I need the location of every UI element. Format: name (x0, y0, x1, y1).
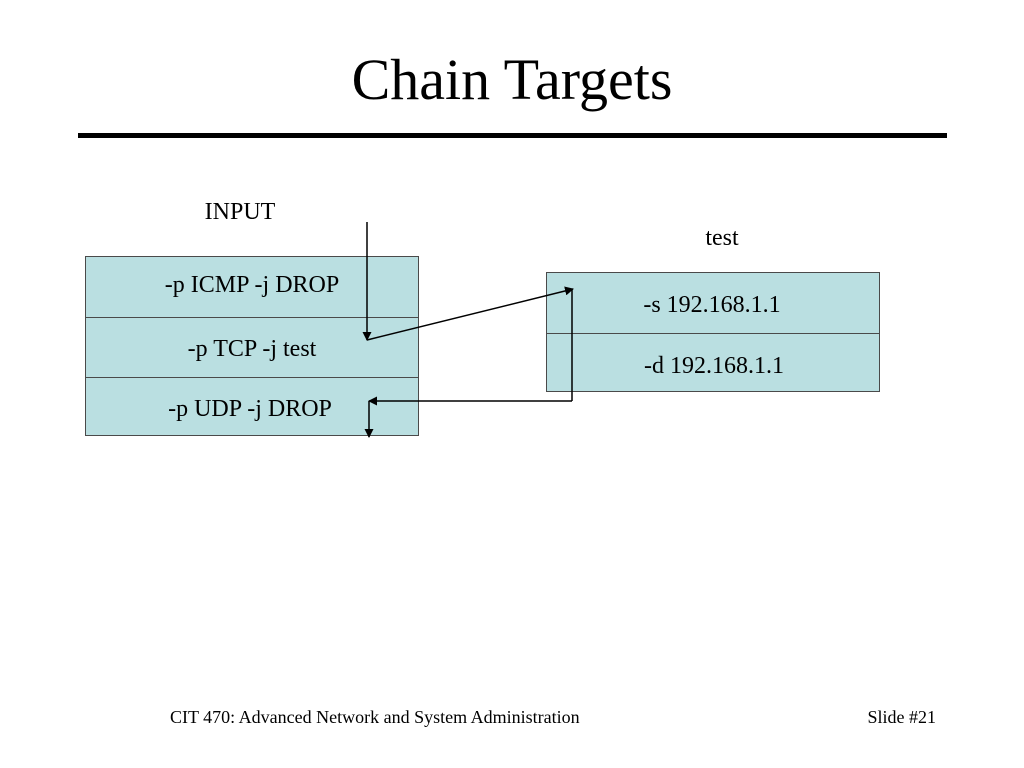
test-chain-label: test (705, 225, 739, 251)
input-chain-table: -p ICMP -j DROP -p TCP -j test -p UDP -j… (85, 256, 419, 436)
slide-title: Chain Targets (351, 47, 673, 112)
input-rule-1-text: -p ICMP -j DROP (164, 272, 340, 298)
course-footer: CIT 470: Advanced Network and System Adm… (170, 707, 580, 727)
input-rule-tcp-test: -p TCP -j test (86, 317, 418, 377)
slide-number: Slide #21 (867, 707, 936, 727)
input-rule-udp-drop: -p UDP -j DROP (86, 377, 418, 437)
test-rule-source: -s 192.168.1.1 (547, 273, 879, 333)
input-rule-3-text: -p UDP -j DROP (168, 396, 332, 422)
title-divider (78, 133, 947, 138)
test-chain-table: -s 192.168.1.1 -d 192.168.1.1 (546, 272, 880, 392)
input-chain-label: INPUT (204, 199, 276, 225)
test-rule-destination: -d 192.168.1.1 (547, 333, 879, 393)
input-rule-2-text: -p TCP -j test (187, 336, 317, 362)
input-rule-icmp-drop: -p ICMP -j DROP (86, 257, 418, 317)
test-rule-1-text: -s 192.168.1.1 (643, 292, 781, 318)
test-rule-2-text: -d 192.168.1.1 (644, 353, 784, 379)
